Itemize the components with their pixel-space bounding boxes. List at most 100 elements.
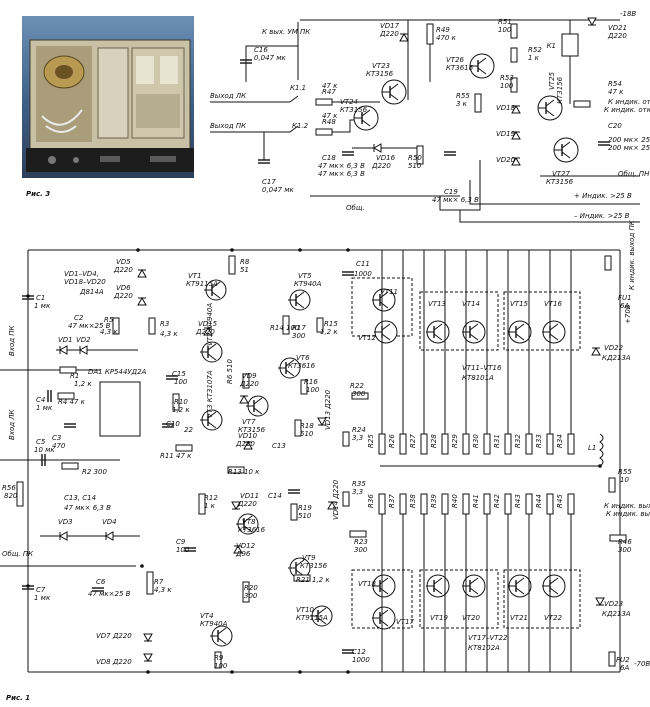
label-r7: R7	[154, 578, 164, 586]
label-r19-val: 510	[298, 512, 312, 520]
fig3-caption: Рис. 3	[26, 190, 50, 198]
label-vt1-val: КТ9115А	[186, 280, 218, 288]
label-c2: C2	[74, 314, 84, 322]
label-c10-val: 22	[184, 426, 193, 434]
label-vd11-val: Д220	[237, 500, 257, 508]
label-k-vyh-um: К вых. УМ ПК	[262, 28, 311, 36]
label-vt1: VT1	[188, 272, 202, 280]
label-vd5-val: Д220	[113, 266, 133, 274]
label-c14: C14	[268, 492, 282, 500]
label-vt5: VT5	[298, 272, 312, 280]
label-vt23-val: КТ3156	[366, 70, 394, 78]
label-c1-val: 1 мк	[34, 302, 51, 310]
label-vt5-val: КТ940А	[294, 280, 322, 288]
label-c13-14-val: 47 мк× 6,3 В	[64, 504, 111, 512]
label-r28: R28	[430, 434, 438, 448]
label-vd8: VD8 Д220	[96, 658, 132, 666]
label-obshch-pk: Общ. ПК	[2, 550, 34, 558]
label-r2: R2 300	[82, 468, 107, 476]
label-k11: К1.1	[290, 84, 306, 92]
label-kt8102a: КТ8102А	[468, 644, 500, 652]
label-vt27: VT27	[552, 170, 571, 178]
label-fu2: FU2	[616, 656, 630, 664]
label-vd21: VD21	[608, 24, 627, 32]
label-vt8: VT8	[242, 518, 256, 526]
label-vd19: VD19	[496, 130, 516, 138]
label-r55-val: 3 к	[456, 100, 468, 108]
label-r17: R17	[292, 324, 306, 332]
label-k-indik-vyh-plus: К индик. выход ПК	[628, 219, 636, 290]
label-r30: R30	[472, 434, 480, 448]
label-vt11-16: VT11–VT16	[462, 364, 502, 372]
fig1-caption: Рис. 1	[6, 694, 30, 702]
label-r47: R47	[322, 88, 336, 96]
label-c18: C18	[322, 154, 336, 162]
label-d814a: Д814А	[79, 288, 104, 296]
label-vhod-lk: Вход ЛК	[8, 408, 16, 440]
label-vd16: VD16	[376, 154, 396, 162]
label-c20: C20	[608, 122, 622, 130]
label-r22: R22	[350, 382, 364, 390]
label-k12: К1.2	[292, 122, 309, 130]
label-da1: DA1 КР544УД2А	[88, 368, 147, 376]
label-r51: R51	[498, 18, 512, 26]
label-c4: C4	[36, 396, 45, 404]
label-vd12-val: Д96	[235, 550, 251, 558]
label-vd4: VD4	[102, 518, 117, 526]
label-minus70: -70В	[634, 660, 650, 668]
label-k-indik-otkl: К индик. откл. АС	[608, 98, 650, 106]
label-vt26: VT26	[446, 56, 465, 64]
label-c7: C7	[36, 586, 46, 594]
label-r19: R19	[298, 504, 312, 512]
label-vd23: VD23	[604, 600, 623, 608]
label-r52-val: 1 к	[528, 54, 540, 62]
label-r48-val: 47 к	[322, 112, 338, 120]
label-vt6-val: КТ3616	[288, 362, 316, 370]
label-r34: R34	[556, 434, 564, 448]
label-r18-val: 510	[300, 430, 314, 438]
label-r47-val: 47 к	[322, 82, 338, 90]
label-vt24: VT24	[340, 98, 358, 106]
label-c17-val: 0,047 мк	[262, 186, 295, 194]
label-vt22: VT22	[544, 614, 563, 622]
label-r1: R1	[70, 372, 79, 380]
label-vd10-val: Д220	[235, 440, 255, 448]
label-vt15: VT15	[510, 300, 529, 308]
relay-k1	[561, 33, 579, 57]
label-r52: R52	[528, 46, 542, 54]
label-vd2: VD2	[76, 336, 91, 344]
label-vt25: VT25	[548, 71, 556, 90]
label-r15-val: 1,2 к	[320, 328, 338, 336]
label-vt12: VT12	[358, 334, 377, 342]
label-vt27-val: КТ3156	[546, 178, 574, 186]
label-r55m-val: 10	[620, 476, 629, 484]
label-vt20: VT20	[462, 614, 481, 622]
label-r45: R45	[556, 494, 564, 508]
label-vt6: VT6	[296, 354, 310, 362]
label-r24: R24	[352, 426, 366, 434]
label-vhod-pk: Вход ПК	[8, 324, 16, 356]
label-c9: C9	[176, 538, 186, 546]
label-vyhod-lk: Выход ЛК	[210, 92, 247, 100]
label-c16-val: 0,047 мк	[254, 54, 287, 62]
label-l1: L1	[588, 444, 596, 452]
label-c13-14: C13, C14	[64, 494, 96, 502]
label-r31: R31	[493, 434, 501, 448]
label-c19-val: 47 мк× 6,3 В	[432, 196, 479, 204]
label-obshch: Общ.	[346, 204, 365, 212]
label-fu1-val: 6А	[620, 302, 629, 310]
label-vd17: VD17	[380, 22, 400, 30]
label-r42: R42	[493, 494, 501, 508]
label-c13: C13	[272, 442, 286, 450]
label-vt9: VT9	[302, 554, 316, 562]
label-r15: R15	[324, 320, 338, 328]
label-vd22: VD22	[604, 344, 624, 352]
label-r9: R9	[214, 654, 224, 662]
label-vt17: VT17	[396, 618, 415, 626]
label-r8: R8	[240, 258, 250, 266]
label-vd1: VD1	[58, 336, 73, 344]
label-vd22-val: КД213А	[602, 354, 631, 362]
label-r12: R12	[204, 494, 218, 502]
label-vd9: VD9	[242, 372, 257, 380]
label-c18-val2: 47 мк× 6,3 В	[318, 170, 365, 178]
